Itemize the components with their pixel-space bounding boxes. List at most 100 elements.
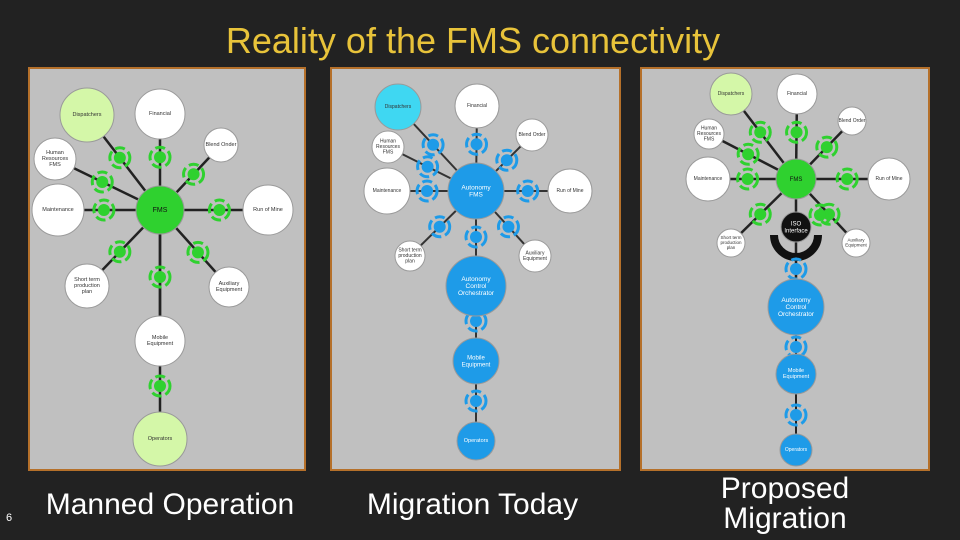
- connector-socket-ring: [421, 133, 445, 157]
- node-operators-label: Operators: [464, 438, 489, 444]
- connector-socket: [742, 148, 755, 161]
- mobile-socket: [154, 271, 166, 283]
- connector-socket: [113, 151, 126, 164]
- node-auxiliary: [208, 266, 250, 308]
- connector-socket: [841, 173, 854, 185]
- node-maintenance-label: Maintenance: [373, 188, 402, 194]
- slide-number: 6: [6, 512, 13, 524]
- node-run-of-mine: [867, 157, 911, 201]
- fms-hub-label: FMS: [790, 177, 803, 183]
- node-maintenance: [31, 183, 85, 237]
- node-blend-order: [837, 106, 867, 136]
- node-dispatchers: [59, 87, 115, 143]
- mobile-socket: [470, 315, 482, 327]
- manned-operation-caption: Manned Operation: [45, 488, 295, 521]
- connector-socket-ring: [416, 155, 440, 179]
- connector-socket: [113, 245, 126, 258]
- orchestrator-socket: [790, 263, 802, 275]
- node-blend-onder: [203, 127, 239, 163]
- connector-socket: [187, 168, 200, 181]
- node-dispatchers-label: Dispatchers: [718, 91, 745, 97]
- connector-socket-ring: [207, 198, 231, 222]
- connector-socket-ring: [415, 179, 439, 203]
- node-hr-fms: [693, 118, 725, 150]
- node-blend-order: [515, 118, 549, 152]
- orchestrator-node: [767, 278, 825, 336]
- node-operators-label: Operators: [148, 436, 173, 442]
- node-blend-order-label: Blend Order: [519, 132, 546, 138]
- node-mobile: [134, 315, 186, 367]
- node-auxiliary: [841, 228, 871, 258]
- iso-interface-node: [780, 211, 812, 243]
- connector-socket-ring: [182, 162, 206, 186]
- fms-hub: [135, 185, 185, 235]
- node-dispatchers-label: Dispatchers: [72, 112, 101, 118]
- operators-socket-ring: [784, 403, 808, 427]
- node-auxiliary: [518, 239, 552, 273]
- connector-socket: [741, 173, 754, 185]
- connector-socket: [500, 154, 513, 167]
- connector-socket-ring: [92, 198, 116, 222]
- connector-socket: [421, 185, 434, 197]
- connector-socket-ring: [496, 215, 520, 239]
- node-financial-label: Financial: [149, 111, 171, 117]
- operators-socket: [790, 409, 802, 421]
- connector-socket: [820, 141, 833, 154]
- connector-socket-ring: [815, 135, 839, 159]
- connector-socket: [521, 185, 534, 197]
- proposed-caption-line1: Proposed: [720, 472, 850, 505]
- connector-socket-ring: [516, 179, 540, 203]
- node-dispatchers-label: Dispatchers: [385, 104, 412, 110]
- connector-socket: [433, 220, 446, 233]
- connector-socket-ring: [108, 146, 132, 170]
- node-run-of-mine: [242, 184, 294, 236]
- node-financial-label: Financial: [467, 103, 487, 109]
- connector-socket-ring: [465, 132, 489, 156]
- node-maintenance: [685, 156, 731, 202]
- node-mobile: [775, 353, 817, 395]
- connector-socket-ring: [748, 120, 772, 144]
- connector-socket: [790, 126, 803, 139]
- fms-hub: [775, 158, 817, 200]
- operators-socket: [154, 380, 166, 392]
- connector-socket: [97, 204, 110, 216]
- node-run-of-mine-label: Run of Mine: [876, 176, 903, 182]
- node-hr-fms: [33, 137, 77, 181]
- node-operators: [779, 433, 813, 467]
- connector-socket: [754, 208, 767, 221]
- node-blend-onder-label: Blend Onder: [206, 142, 237, 148]
- node-run-of-mine-label: Run of Mine: [253, 207, 283, 213]
- connector-socket: [213, 204, 226, 216]
- connector-socket: [191, 246, 204, 259]
- node-maintenance: [363, 167, 411, 215]
- node-mobile: [452, 337, 500, 385]
- connector-socket-ring: [428, 215, 452, 239]
- slide-title: Reality of the FMS connectivity: [225, 20, 721, 61]
- connector-socket-ring: [748, 202, 772, 226]
- node-dispatchers: [374, 83, 422, 131]
- connector-socket: [502, 220, 515, 233]
- connector-socket-ring: [186, 240, 210, 264]
- connector-socket: [754, 126, 767, 139]
- connector-socket: [470, 138, 483, 151]
- connector-socket: [96, 175, 109, 188]
- operators-socket-ring: [148, 374, 172, 398]
- node-run-of-mine-label: Run of Mine: [557, 188, 584, 194]
- interface-green-socket: [814, 209, 826, 221]
- mobile-socket-ring: [148, 265, 172, 289]
